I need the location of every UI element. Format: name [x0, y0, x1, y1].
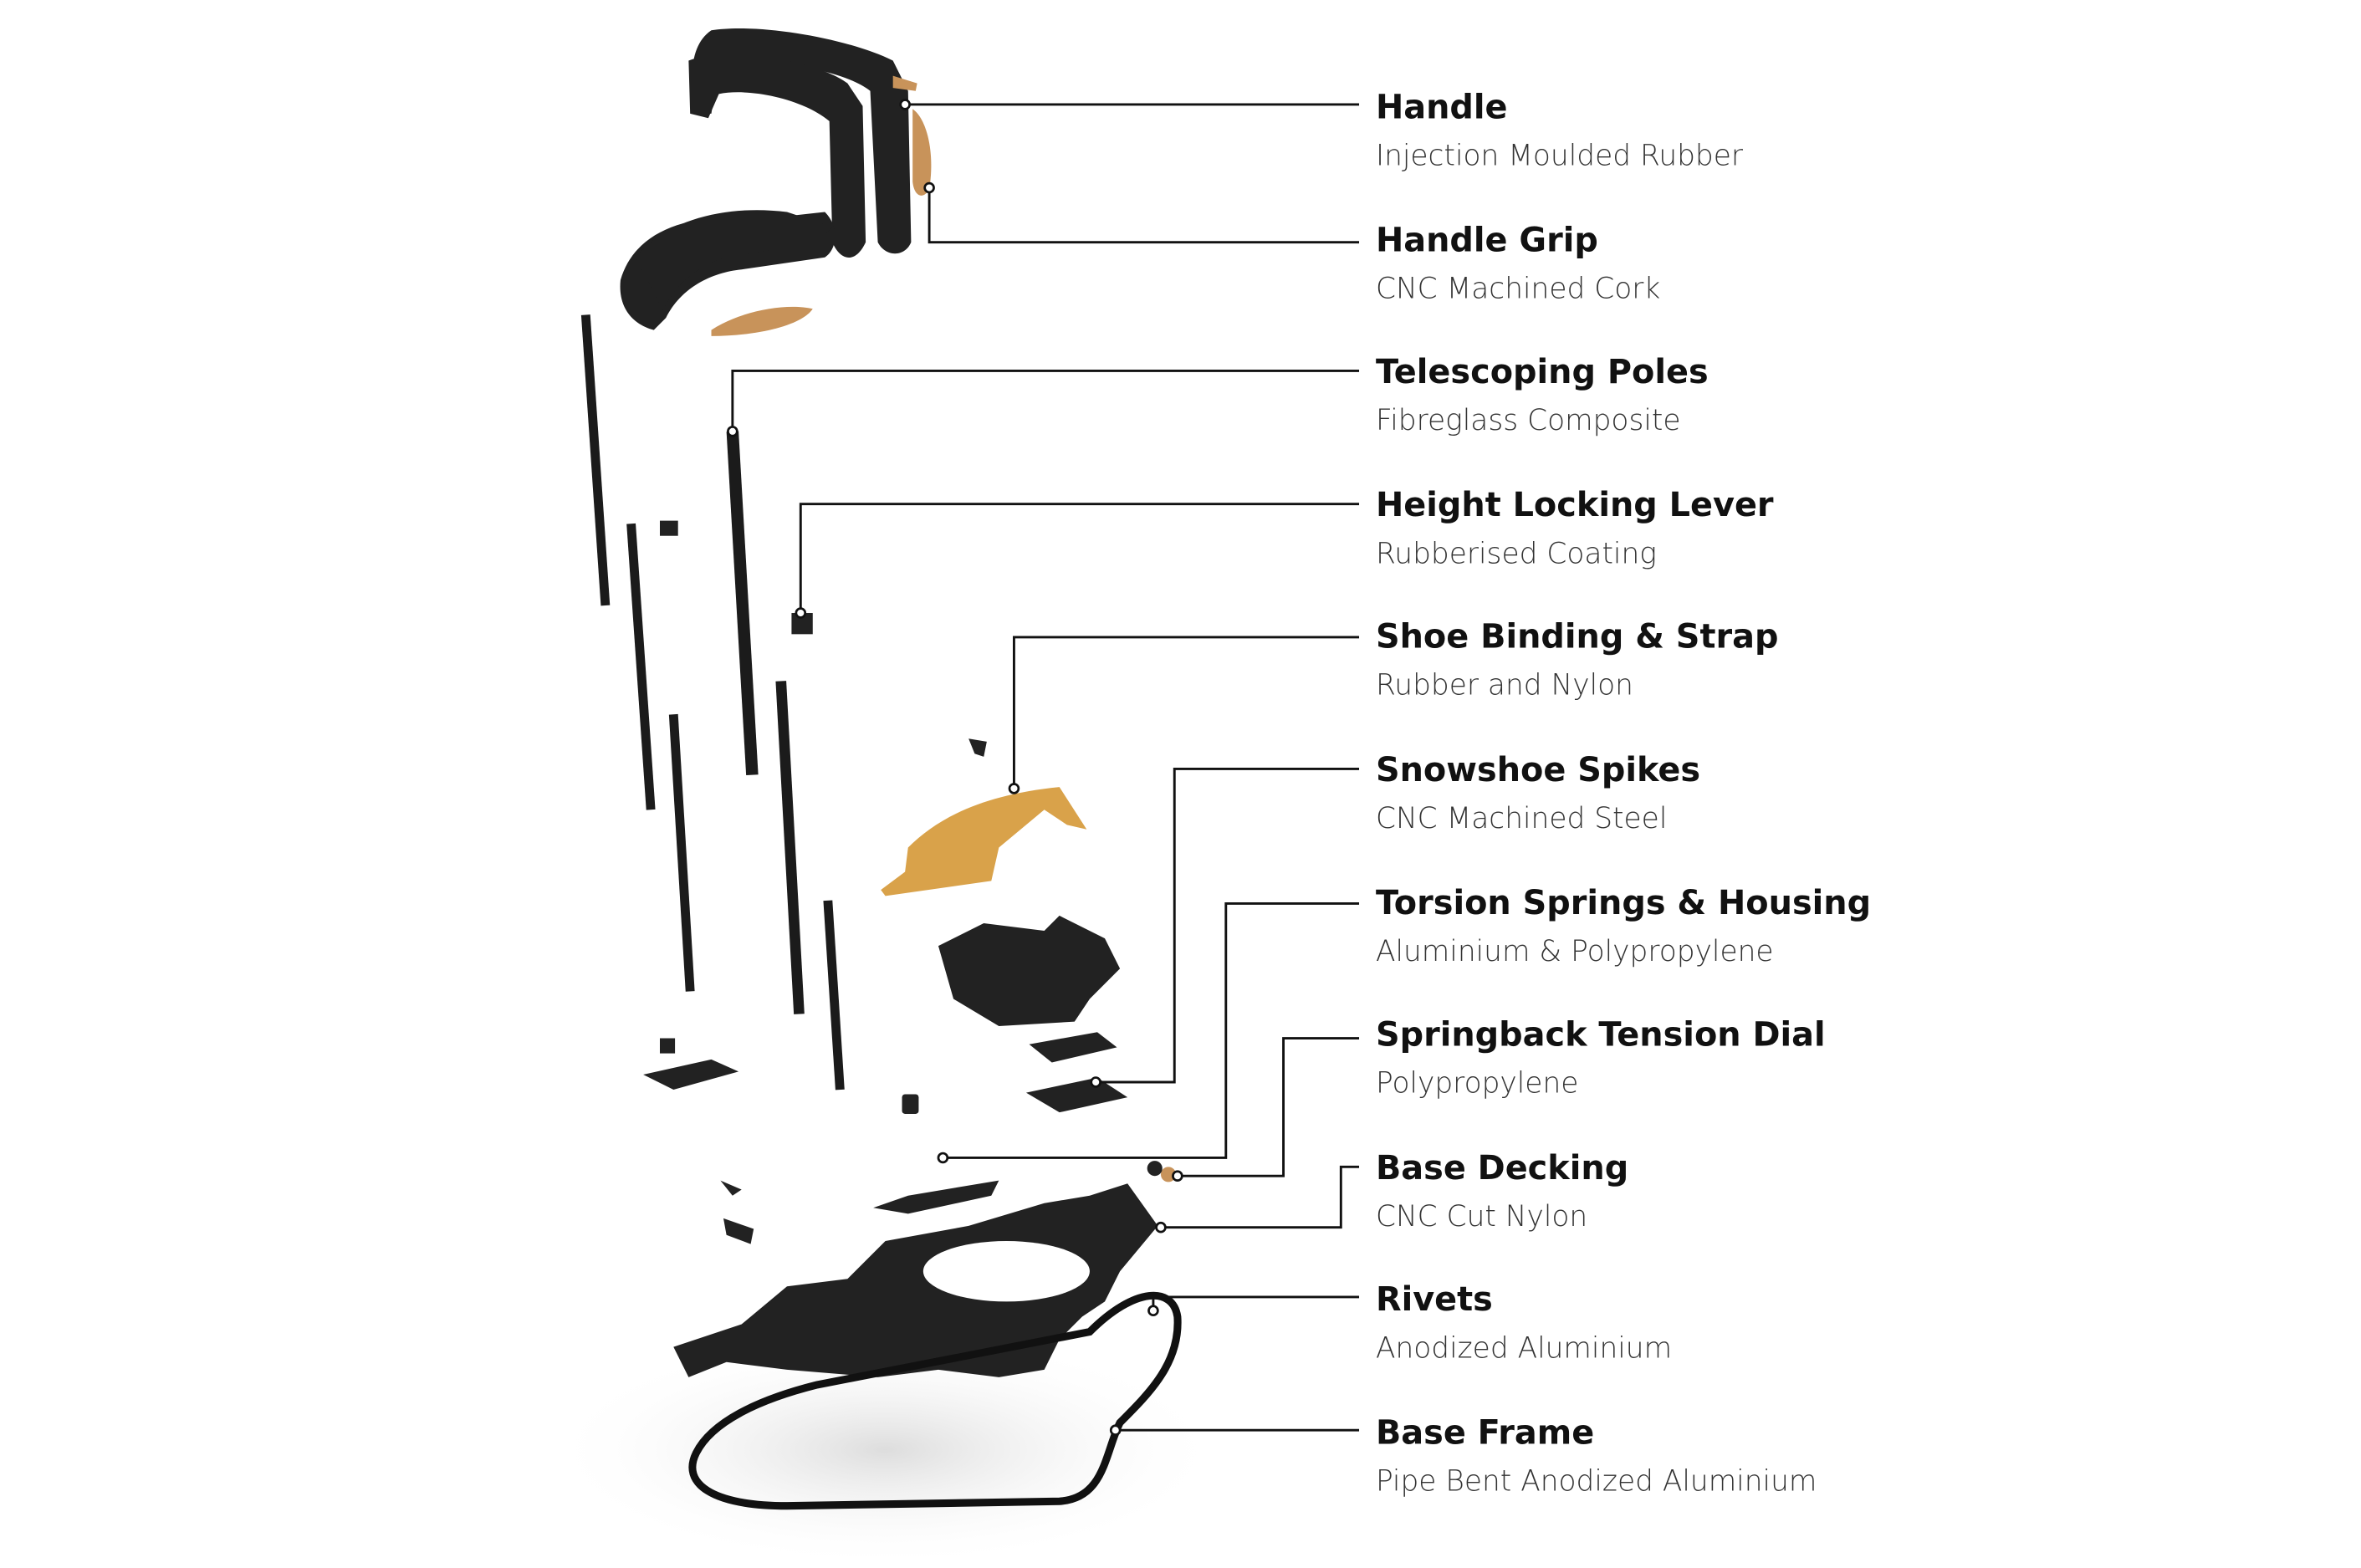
label-material: Aluminium & Polypropylene	[1376, 935, 1774, 968]
label-material: CNC Machined Cork	[1376, 273, 1660, 306]
small-hardware	[643, 520, 999, 1244]
label-material: Polypropylene	[1376, 1067, 1578, 1101]
label-material: CNC Machined Steel	[1376, 802, 1667, 835]
label-material: Rubberised Coating	[1376, 537, 1657, 570]
handle-grip-part	[711, 75, 932, 336]
tension-knob	[1147, 1161, 1163, 1177]
label-title: Rivets	[1376, 1280, 1493, 1319]
shoe-binding-part	[881, 787, 1087, 896]
base-decking-part	[673, 1183, 1158, 1377]
snowshoe-spikes-part	[1025, 1077, 1128, 1113]
component-labels: Handle Injection Moulded Rubber Handle G…	[1376, 88, 1871, 1498]
telescoping-poles-part	[580, 314, 845, 1090]
label-title: Base Frame	[1376, 1413, 1594, 1452]
label-title: Springback Tension Dial	[1376, 1016, 1826, 1055]
label-title: Snowshoe Spikes	[1376, 751, 1700, 789]
label-material: Rubber and Nylon	[1376, 669, 1633, 702]
label-material: CNC Cut Nylon	[1376, 1200, 1587, 1233]
label-title: Shoe Binding & Strap	[1376, 618, 1779, 656]
label-material: Injection Moulded Rubber	[1376, 139, 1744, 172]
deck-cutout	[922, 1241, 1090, 1302]
label-title: Height Locking Lever	[1376, 486, 1774, 524]
label-material: Anodized Aluminium	[1376, 1331, 1672, 1365]
label-title: Handle	[1376, 88, 1508, 126]
torsion-housing-part	[938, 915, 1121, 1027]
label-title: Telescoping Poles	[1376, 353, 1709, 391]
label-title: Handle Grip	[1376, 222, 1598, 260]
label-material: Fibreglass Composite	[1376, 404, 1681, 437]
leader-lines	[727, 99, 1360, 1436]
base-frame-part	[688, 1291, 1182, 1510]
label-material: Pipe Bent Anodized Aluminium	[1376, 1465, 1817, 1499]
label-title: Torsion Springs & Housing	[1376, 884, 1871, 922]
tension-dial-part	[1160, 1167, 1177, 1182]
spring-dial-part	[1029, 1032, 1117, 1063]
handle-part	[620, 28, 912, 330]
label-title: Base Decking	[1376, 1149, 1628, 1187]
